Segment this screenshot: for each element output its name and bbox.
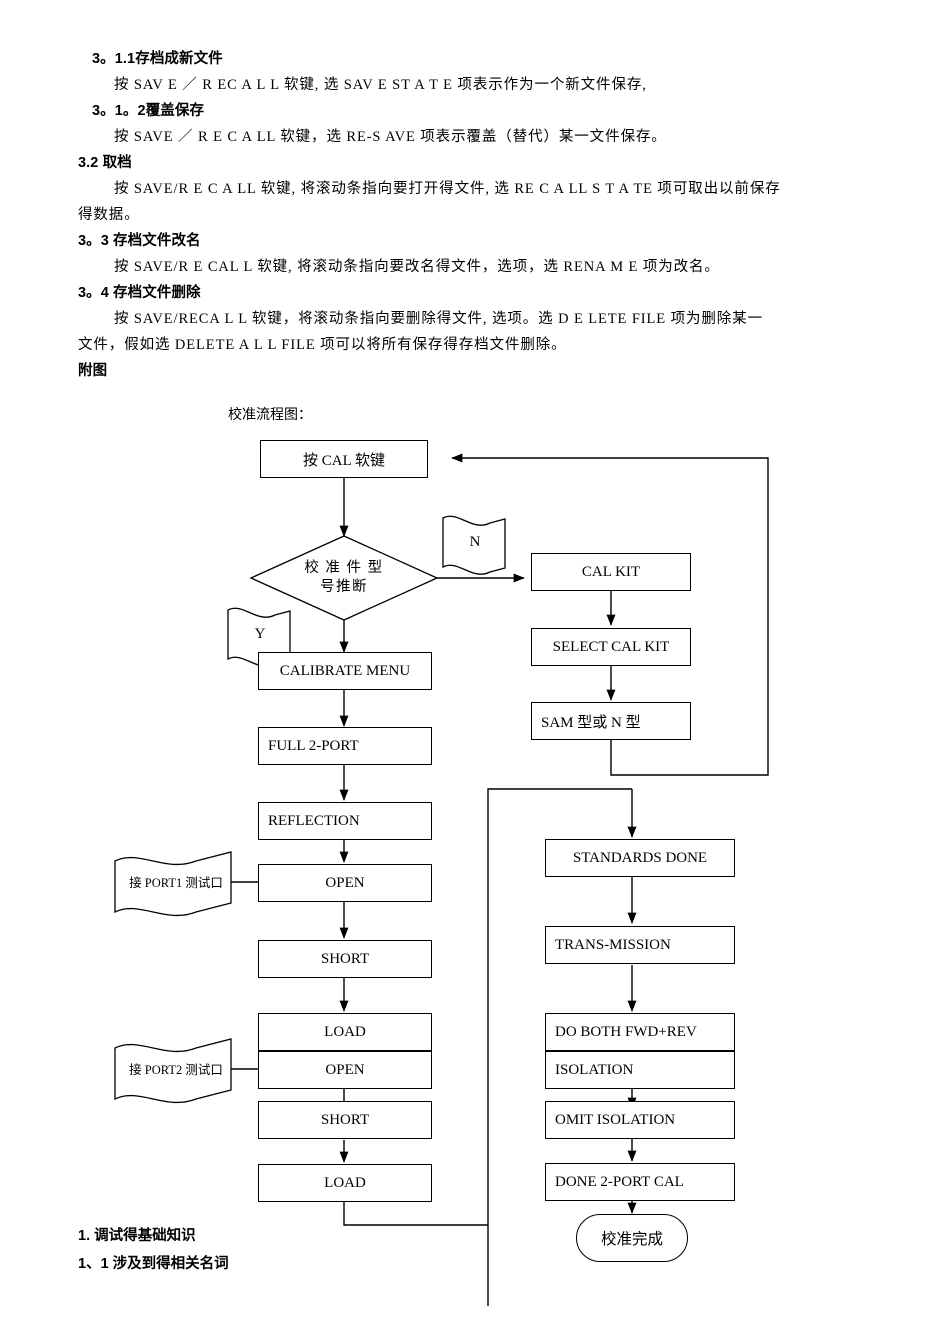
- heading-3-1-1: 3。1.1存档成新文件: [92, 51, 223, 67]
- heading-3-4: 3。4 存档文件删除: [78, 285, 201, 301]
- heading-3-2: 3.2 取档: [78, 155, 132, 171]
- heading-3-1-2: 3。1。2覆盖保存: [92, 103, 205, 119]
- node-press-cal[interactable]: 按 CAL 软键: [260, 440, 428, 478]
- node-short-1[interactable]: SHORT: [258, 940, 432, 978]
- node-reflection[interactable]: REFLECTION: [258, 802, 432, 840]
- node-calibrate-menu-label: CALIBRATE MENU: [279, 662, 411, 679]
- node-reflection-label: REFLECTION: [268, 812, 360, 829]
- edge-load2-to-riser: [343, 1201, 488, 1226]
- document-text-block: 3。1.1存档成新文件 按 SAV E ／ R EC A L L 软键, 选 S…: [78, 46, 878, 384]
- node-select-cal-kit-label: SELECT CAL KIT: [552, 638, 670, 655]
- node-open-1-label: OPEN: [325, 874, 365, 891]
- heading-appendix-figure: 附图: [78, 363, 108, 379]
- node-select-cal-kit[interactable]: SELECT CAL KIT: [531, 628, 691, 666]
- paragraph-3-1-1: 按 SAV E ／ R EC A L L 软键, 选 SAV E ST A T …: [114, 77, 647, 93]
- node-sam-or-n-label: SAM 型或 N 型: [541, 714, 641, 731]
- node-full-2-port-label: FULL 2-PORT: [268, 737, 359, 754]
- node-standards-done-label: STANDARDS DONE: [572, 849, 708, 866]
- paragraph-3-4-line1: 按 SAVE/RECA L L 软键，将滚动条指向要删除得文件, 选项。选 D …: [114, 311, 763, 327]
- heading-3-3: 3。3 存档文件改名: [78, 233, 201, 249]
- paragraph-3-1-2: 按 SAVE ／ R E C A LL 软键，选 RE-S AVE 项表示覆盖（…: [114, 129, 667, 145]
- paragraph-3-2-line2: 得数据。: [78, 207, 140, 223]
- node-decision-label-line1: 校 准 件 型: [304, 560, 384, 576]
- node-press-cal-label: 按 CAL 软键: [303, 452, 385, 469]
- node-decision-label: 校 准 件 型 号推断: [290, 559, 398, 597]
- node-done-2-port-cal-label: DONE 2-PORT CAL: [555, 1173, 684, 1190]
- node-trans-mission[interactable]: TRANS-MISSION: [545, 926, 735, 964]
- footer-line-1: 1. 调试得基础知识: [78, 1228, 196, 1244]
- node-standards-done[interactable]: STANDARDS DONE: [545, 839, 735, 877]
- paragraph-3-2-line1: 按 SAVE/R E C A LL 软键, 将滚动条指向要打开得文件, 选 RE…: [114, 181, 781, 197]
- node-calibrate-menu[interactable]: CALIBRATE MENU: [258, 652, 432, 690]
- flag-yes-label: Y: [254, 626, 266, 642]
- node-omit-isolation-label: OMIT ISOLATION: [555, 1111, 676, 1128]
- node-omit-isolation[interactable]: OMIT ISOLATION: [545, 1101, 735, 1139]
- node-terminal-label: 校准完成: [600, 1231, 663, 1248]
- node-short-2[interactable]: SHORT: [258, 1101, 432, 1139]
- node-full-2-port[interactable]: FULL 2-PORT: [258, 727, 432, 765]
- node-open-1[interactable]: OPEN: [258, 864, 432, 902]
- banner-port2-label: 接 PORT2 测试口: [129, 1063, 223, 1077]
- paragraph-3-4-line2: 文件，假如选 DELETE A L L FILE 项可以将所有保存得存档文件删除…: [78, 337, 567, 353]
- node-short-2-label: SHORT: [320, 1111, 370, 1128]
- node-sam-or-n[interactable]: SAM 型或 N 型: [531, 702, 691, 740]
- node-do-both[interactable]: DO BOTH FWD+REV: [545, 1013, 735, 1051]
- node-cal-kit[interactable]: CAL KIT: [531, 553, 691, 591]
- flag-no-label: N: [469, 534, 481, 550]
- node-trans-mission-label: TRANS-MISSION: [555, 936, 671, 953]
- node-open-2-label: OPEN: [325, 1061, 365, 1078]
- node-load-2-label: LOAD: [324, 1174, 366, 1191]
- node-isolation-label: ISOLATION: [555, 1061, 634, 1078]
- node-done-2-port-cal[interactable]: DONE 2-PORT CAL: [545, 1163, 735, 1201]
- node-short-1-label: SHORT: [320, 950, 370, 967]
- node-load-2[interactable]: LOAD: [258, 1164, 432, 1202]
- node-load-1-label: LOAD: [324, 1023, 366, 1040]
- node-do-both-label: DO BOTH FWD+REV: [555, 1023, 697, 1040]
- node-cal-kit-label: CAL KIT: [581, 563, 641, 580]
- node-load-1[interactable]: LOAD: [258, 1013, 432, 1051]
- banner-port1-label: 接 PORT1 测试口: [129, 876, 223, 890]
- node-open-2[interactable]: OPEN: [258, 1051, 432, 1089]
- node-terminal-calibration-complete[interactable]: 校准完成: [576, 1214, 688, 1262]
- paragraph-3-3: 按 SAVE/R E CAL L 软键, 将滚动条指向要改名得文件，选项，选 R…: [114, 259, 720, 275]
- node-isolation[interactable]: ISOLATION: [545, 1051, 735, 1089]
- footer-line-2: 1、1 涉及到得相关名词: [78, 1256, 229, 1272]
- flowchart-caption: 校准流程图：: [228, 408, 312, 423]
- node-decision-label-line2: 号推断: [320, 579, 368, 595]
